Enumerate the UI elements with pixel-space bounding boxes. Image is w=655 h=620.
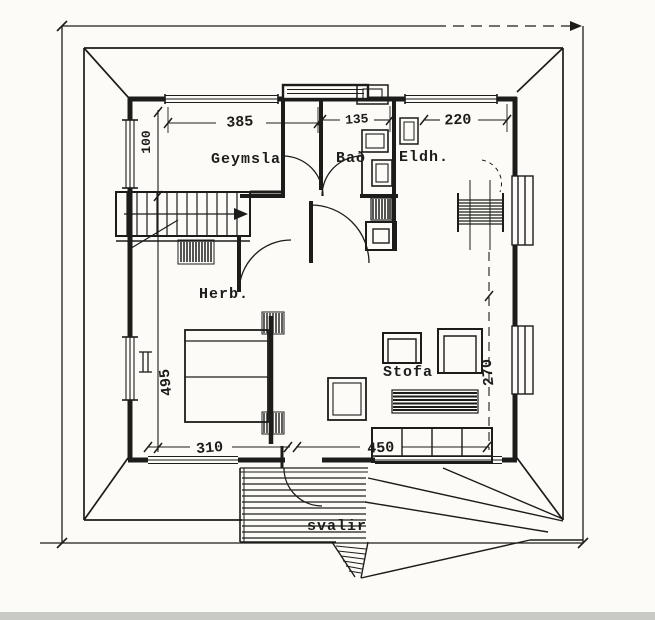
kitchen-cabinet: [399, 117, 419, 145]
bath-door-swing: [321, 155, 363, 197]
entry-bump: [281, 83, 370, 101]
rug: [391, 389, 479, 414]
radiator-under-stairs: [177, 239, 215, 265]
bath-sink: [361, 129, 389, 153]
room-label-storage: Geymsla: [211, 151, 281, 168]
arrowhead: [570, 21, 582, 31]
armchair-left: [382, 332, 422, 364]
dim-entry-width: 135: [345, 111, 370, 128]
balcony-deck: [239, 467, 368, 574]
fridge-door-swing-dashed: [481, 159, 503, 193]
chimney: [356, 84, 389, 105]
toilet: [371, 159, 393, 187]
bed: [184, 329, 269, 423]
radiator-kitchen: [457, 180, 504, 250]
room-label-bedroom: Herb.: [199, 286, 249, 303]
dim-bedroom-width: 310: [195, 439, 223, 458]
dim-kitchen-width: 220: [444, 112, 472, 130]
wardrobe-lower: [261, 411, 285, 435]
balcony-door-swing: [283, 467, 323, 507]
balcony-taper-boards: [335, 545, 367, 574]
stair-arrow: [234, 208, 248, 220]
dim-bedroom-depth: 495: [157, 368, 177, 397]
bay-window-upper: [511, 175, 534, 246]
roof-outline: [83, 47, 564, 521]
wall-radiator-symbol: [139, 351, 152, 373]
dim-living-depth: 270: [479, 358, 499, 387]
side-table: [327, 377, 367, 421]
armchair-right: [437, 328, 483, 374]
balcony-roof-lines: [331, 467, 583, 579]
dim-storage-width: 385: [226, 113, 254, 131]
room-label-bath: Bað: [336, 150, 366, 167]
dimension-lines: [143, 104, 512, 454]
dim-living-width: 450: [367, 439, 395, 457]
dim-storage-depth: 100: [139, 130, 154, 154]
stove: [370, 197, 393, 221]
scan-edge-strip: [0, 612, 655, 620]
interior-walls: [237, 99, 398, 468]
bay-window-lower: [511, 325, 534, 395]
room-label-living: Stofa: [383, 364, 433, 381]
hall-door-swing: [310, 204, 370, 264]
staircase: [115, 191, 251, 251]
outer-dimension-frame: [40, 20, 589, 549]
room-label-balcony: svalir: [307, 518, 367, 535]
sofa: [371, 427, 493, 463]
bedroom-door-swing: [238, 239, 292, 293]
dimension-ticks: [143, 106, 512, 454]
room-label-kitchen: Eldh.: [399, 149, 449, 166]
oven: [365, 221, 397, 251]
door-swings: [238, 155, 370, 507]
